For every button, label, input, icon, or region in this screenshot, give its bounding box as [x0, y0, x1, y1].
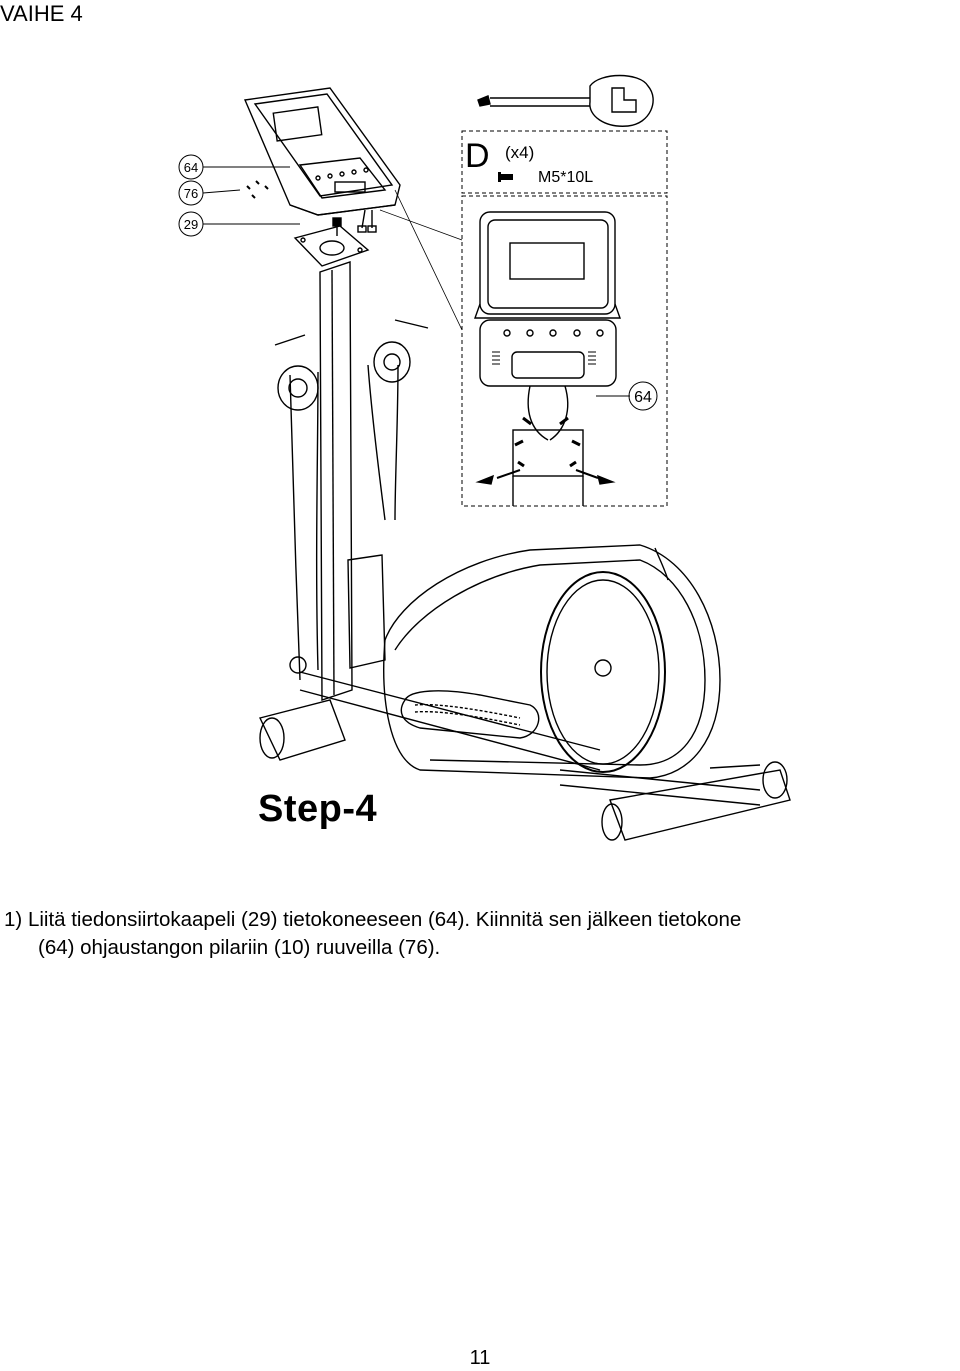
svg-text:64: 64	[184, 160, 198, 175]
detail-box: 64	[461, 195, 668, 507]
elliptical-trainer-drawing	[259, 261, 791, 841]
wrench-tool-drawing	[477, 74, 654, 127]
page-heading: VAIHE 4	[0, 1, 83, 26]
hardware-box: D (x4) M5*10L	[461, 130, 668, 194]
svg-text:(x4): (x4)	[505, 143, 534, 162]
instruction-line-2: (64) ohjaustangon pilariin (10) ruuveill…	[38, 936, 441, 959]
assembly-illustration: 64 76 29 D (x4) M5*10L	[178, 74, 791, 841]
instruction-line-1: Liitä tiedonsiirtokaapeli (29) tietokone…	[27, 908, 742, 931]
cable-connectors-drawing	[332, 209, 377, 236]
callout-29: 29	[178, 211, 204, 237]
instruction-text: 1) Liitä tiedonsiirtokaapeli (29) tietok…	[4, 906, 960, 962]
svg-text:29: 29	[184, 217, 198, 232]
callout-64: 64	[178, 154, 204, 180]
svg-text:D: D	[465, 137, 490, 175]
console-unit-drawing	[243, 87, 401, 216]
callout-76: 76	[178, 180, 204, 206]
step-title: Step-4	[258, 788, 378, 830]
svg-text:64: 64	[634, 389, 652, 406]
page-number: 11	[469, 1347, 491, 1369]
svg-text:76: 76	[184, 186, 198, 201]
mounting-plate-drawing	[293, 225, 370, 267]
instruction-number: 1)	[4, 908, 23, 931]
svg-text:M5*10L: M5*10L	[538, 169, 593, 186]
